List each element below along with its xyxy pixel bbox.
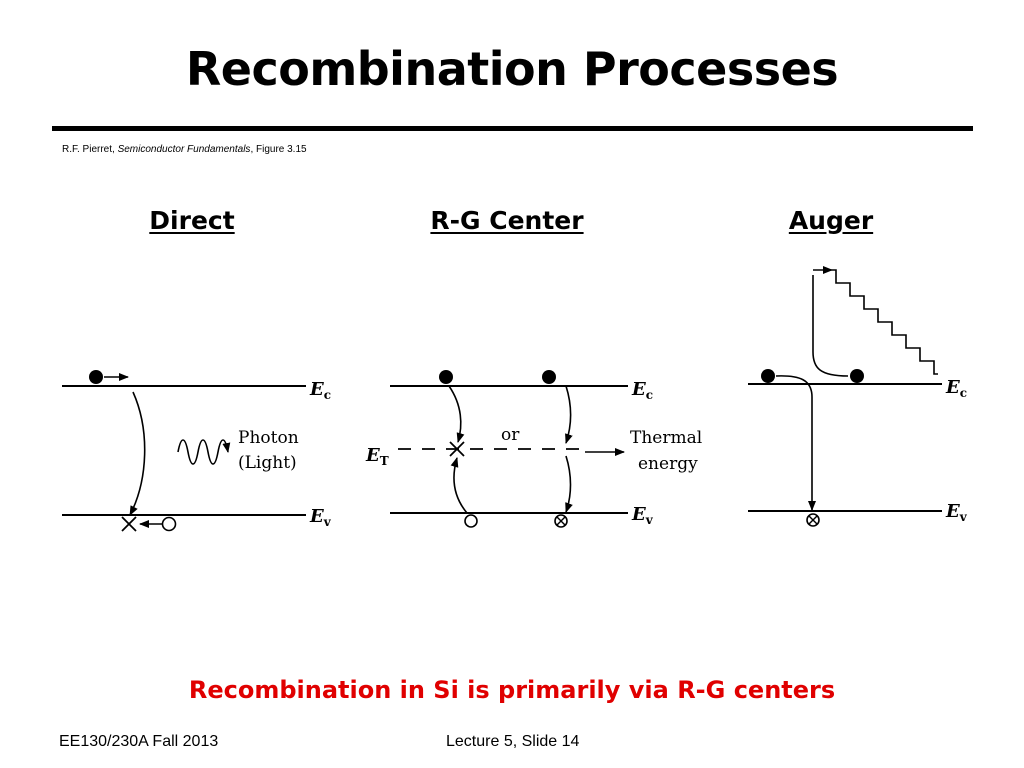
- auger-thermalization-staircase: [832, 269, 938, 375]
- direct-transition-arrow: [129, 391, 146, 516]
- direct-ec-label: Ec: [309, 379, 331, 402]
- auger-recombination-arrow: [775, 375, 816, 511]
- citation-figure: , Figure 3.15: [250, 144, 307, 155]
- direct-ev-label: Ev: [309, 506, 332, 529]
- citation-book: Semiconductor Fundamentals: [117, 144, 251, 155]
- photon-label: Photon: [238, 428, 299, 448]
- auger-ev-label: Ev: [945, 501, 968, 524]
- rg-ec-label: Ec: [631, 379, 653, 402]
- heading-rg-center: R-G Center: [430, 206, 584, 235]
- auger-electron-2: [850, 369, 864, 383]
- auger-ec-label: Ec: [945, 377, 967, 400]
- rg-recombined-pair: [554, 514, 568, 528]
- heading-direct: Direct: [149, 206, 235, 235]
- energy-label: energy: [638, 454, 698, 474]
- direct-electron: [89, 370, 103, 384]
- rg-capture-arrow-2: [565, 385, 573, 444]
- rg-emission-arrow: [565, 455, 573, 513]
- rg-ev-label: Ev: [631, 504, 654, 527]
- citation-author: R.F. Pierret,: [62, 144, 118, 155]
- rg-hole: [464, 514, 478, 528]
- rg-or-label: or: [501, 425, 520, 445]
- auger-recombined-pair: [806, 513, 820, 527]
- direct-hole: [161, 516, 177, 532]
- thermal-label: Thermal: [630, 428, 702, 448]
- title-divider: [52, 126, 973, 131]
- footer-course: EE130/230A Fall 2013: [59, 733, 219, 750]
- rg-center-panel: or Thermal energy ET Ec Ev: [365, 370, 702, 528]
- rg-trap-cross: [449, 441, 465, 457]
- slide-title: Recombination Processes: [185, 42, 839, 96]
- heading-auger: Auger: [788, 206, 874, 235]
- direct-panel: Photon (Light) Ec Ev: [62, 370, 332, 532]
- footer-slide-number: Lecture 5, Slide 14: [446, 733, 580, 750]
- direct-recombination-cross: [121, 516, 137, 532]
- auger-excitation-line: [812, 275, 849, 377]
- auger-panel: Ec Ev: [748, 266, 968, 527]
- light-label: (Light): [238, 453, 297, 473]
- rg-electron-1: [439, 370, 453, 384]
- auger-electron-1: [761, 369, 775, 383]
- figure-citation: R.F. Pierret, Semiconductor Fundamentals…: [62, 144, 307, 155]
- photon-wave-icon: [177, 439, 231, 465]
- rg-et-label: ET: [365, 445, 389, 468]
- summary-note: Recombination in Si is primarily via R-G…: [188, 676, 836, 704]
- rg-hole-capture-arrow: [450, 457, 468, 514]
- rg-capture-arrow-1: [448, 385, 465, 443]
- rg-electron-2: [542, 370, 556, 384]
